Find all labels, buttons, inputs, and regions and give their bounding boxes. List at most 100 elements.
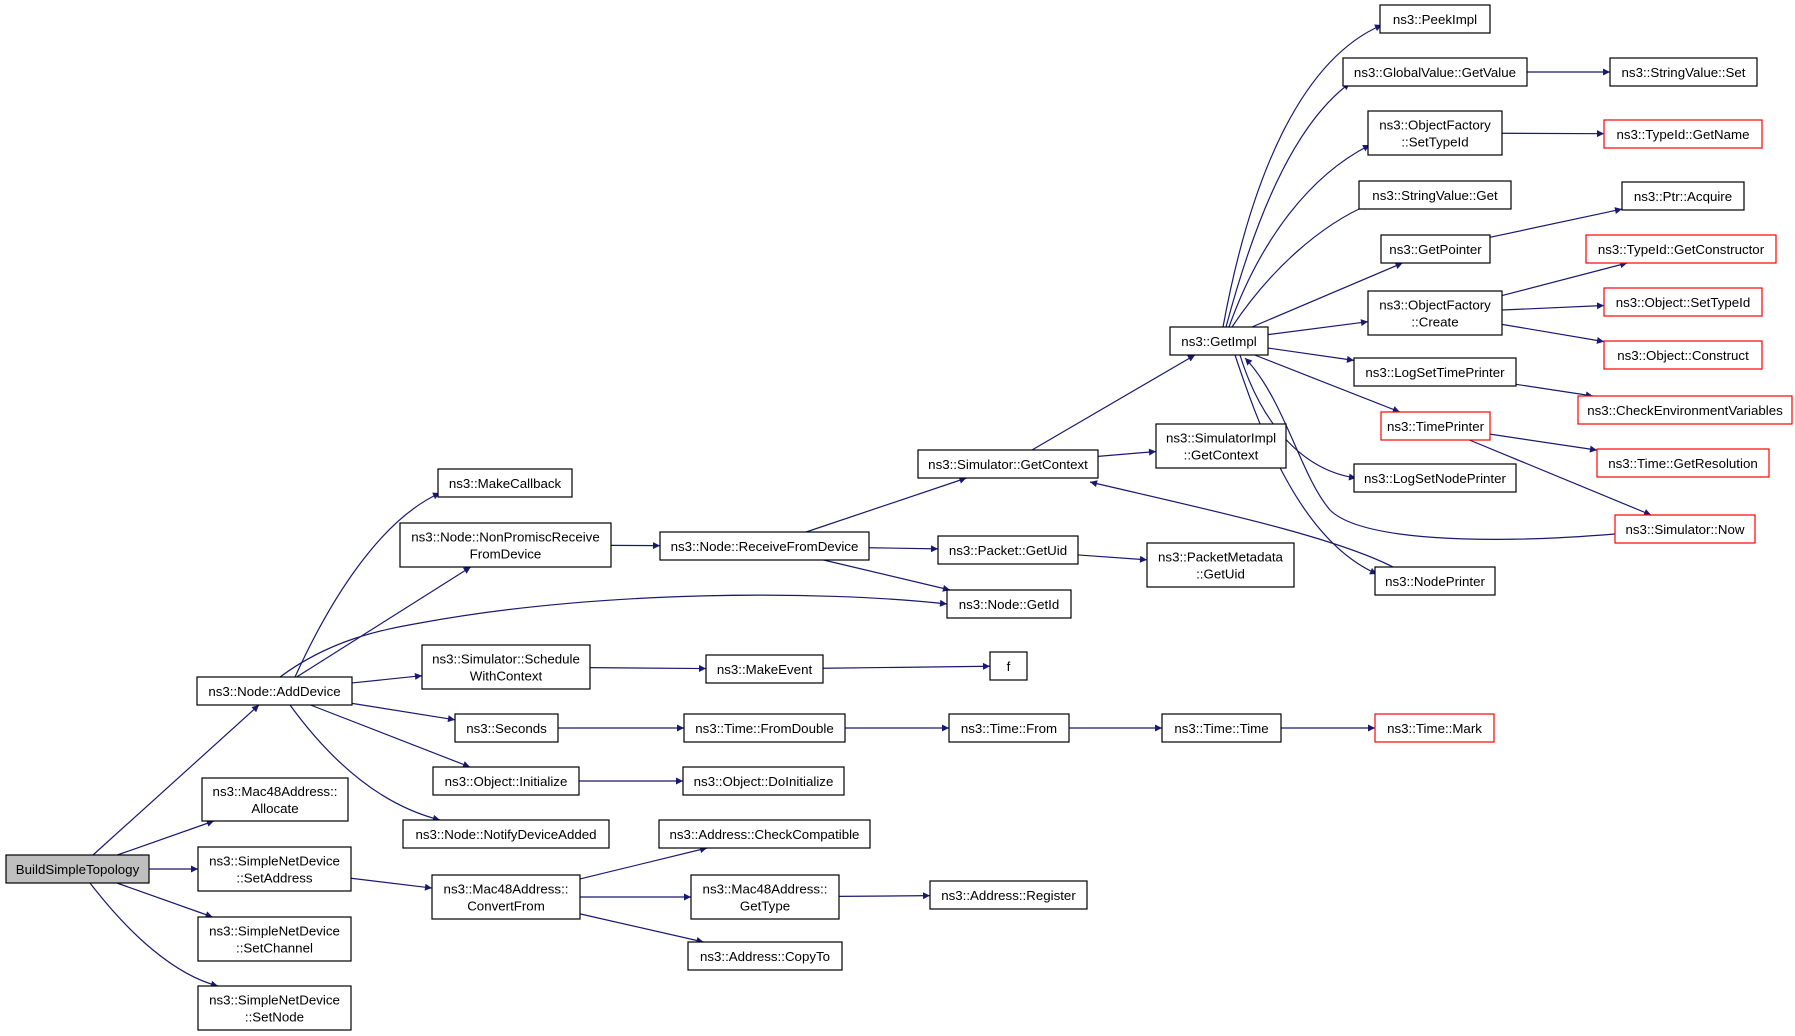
node-label: ns3::Time::Mark (1387, 721, 1482, 736)
node-box (197, 916, 352, 962)
node-label: ns3::Object::Construct (1617, 348, 1749, 363)
node-packet-get-uid[interactable]: ns3::Packet::GetUid (937, 535, 1079, 565)
edge-SimGetContext-to-SimImplGetContext (1097, 448, 1157, 457)
node-check-compatible[interactable]: ns3::Address::CheckCompatible (658, 819, 871, 849)
node-obj-construct[interactable]: ns3::Object::Construct (1603, 340, 1763, 370)
node-notify-device-added[interactable]: ns3::Node::NotifyDeviceAdded (402, 819, 610, 849)
node-time-mark[interactable]: ns3::Time::Mark (1374, 713, 1495, 743)
edge-GetImpl-to-NodePrinter (1234, 354, 1378, 575)
node-box (196, 676, 353, 706)
edge-SimGetContext-to-GetImpl (1031, 354, 1196, 451)
node-sim-now[interactable]: ns3::Simulator::Now (1614, 514, 1756, 544)
edge-NodePrinter-to-SimGetContext (1089, 480, 1394, 568)
node-box (1596, 448, 1770, 478)
node-convert-from[interactable]: ns3::Mac48Address::ConvertFrom (431, 874, 581, 920)
node-g-v-get-value[interactable]: ns3::GlobalValue::GetValue (1342, 57, 1528, 87)
node-time-from[interactable]: ns3::Time::From (948, 713, 1070, 743)
node-make-event[interactable]: ns3::MakeEvent (705, 654, 824, 684)
node-s-v-set[interactable]: ns3::StringValue::Set (1609, 57, 1758, 87)
node-box (431, 874, 581, 920)
node-get-type[interactable]: ns3::Mac48Address::GetType (690, 874, 840, 920)
node-label: ns3::Seconds (466, 721, 547, 736)
node-box (1603, 340, 1763, 370)
node-box (1367, 290, 1503, 336)
edge-OFCreate-to-TIGetConstructor (1501, 261, 1628, 297)
node-node-get-id[interactable]: ns3::Node::GetId (946, 589, 1072, 619)
node-receive-from-device[interactable]: ns3::Node::ReceiveFromDevice (659, 531, 870, 561)
edge-GetImpl-to-GVGetValue (1225, 82, 1351, 328)
node-allocate[interactable]: ns3::Mac48Address::Allocate (201, 777, 349, 822)
node-label: ns3::Object::DoInitialize (694, 774, 834, 789)
edge-LogSetTimePrinter-to-CheckEnv (1515, 383, 1593, 399)
node-get-pointer[interactable]: ns3::GetPointer (1380, 234, 1491, 264)
edge-GetType-to-AddrRegister (838, 892, 931, 900)
node-label: ns3::Address::CheckCompatible (670, 827, 860, 842)
node-set-node[interactable]: ns3::SimpleNetDevice::SetNode (197, 985, 352, 1031)
node-label: ns3::GlobalValue::GetValue (1354, 65, 1516, 80)
node-get-impl[interactable]: ns3::GetImpl (1169, 326, 1269, 356)
node-ptr-acquire[interactable]: ns3::Ptr::Acquire (1621, 181, 1745, 211)
node-copy-to[interactable]: ns3::Address::CopyTo (687, 941, 843, 971)
node-box (1380, 234, 1491, 264)
node-build-simple-topology[interactable]: BuildSimpleTopology (5, 854, 150, 884)
node-box (1353, 463, 1517, 493)
node-log-set-node-printer[interactable]: ns3::LogSetNodePrinter (1353, 463, 1517, 493)
edge-AddDevice-to-NonPromisc (296, 566, 472, 678)
node-obj-set-type-id[interactable]: ns3::Object::SetTypeId (1603, 287, 1763, 317)
node-label: ns3::Object::Initialize (445, 774, 568, 789)
node-label: GetType (740, 899, 790, 914)
node-time-get-resolution[interactable]: ns3::Time::GetResolution (1596, 448, 1770, 478)
edge-AddDevice-to-MakeCallback (294, 492, 441, 678)
node-node-printer[interactable]: ns3::NodePrinter (1374, 566, 1496, 596)
node-label: ns3::GetPointer (1389, 242, 1482, 257)
node-box (929, 880, 1088, 910)
node-box (705, 654, 824, 684)
node-box (201, 777, 349, 822)
edge-BuildSimpleTopology-to-SetChannel (116, 882, 213, 918)
node-label: ns3::ObjectFactory (1379, 298, 1491, 313)
edge-AddDevice-to-NodeGetId (279, 594, 948, 678)
node-meta-get-uid[interactable]: ns3::PacketMetadata::GetUid (1146, 542, 1295, 588)
node-make-callback[interactable]: ns3::MakeCallback (437, 468, 573, 498)
edge-GetImpl-to-GetPointer (1251, 262, 1403, 328)
node-box (917, 449, 1099, 479)
node-sim-impl-get-context[interactable]: ns3::SimulatorImpl::GetContext (1155, 423, 1287, 469)
node-do-initialize[interactable]: ns3::Object::DoInitialize (682, 766, 845, 796)
node-label: FromDevice (470, 547, 542, 562)
node-sim-get-context[interactable]: ns3::Simulator::GetContext (917, 449, 1099, 479)
nodes-layer: BuildSimpleTopologyns3::Node::AddDevicen… (5, 4, 1793, 1031)
node-t-i-get-name[interactable]: ns3::TypeId::GetName (1603, 119, 1763, 149)
node-set-channel[interactable]: ns3::SimpleNetDevice::SetChannel (197, 916, 352, 962)
node-f[interactable]: f (989, 651, 1028, 681)
node-label: ns3::Node::AddDevice (208, 684, 340, 699)
edge-GetImpl-to-SVGet (1231, 203, 1371, 328)
node-box (1603, 287, 1763, 317)
node-set-address[interactable]: ns3::SimpleNetDevice::SetAddress (197, 846, 352, 892)
node-label: ns3::StringValue::Get (1372, 188, 1498, 203)
node-time-time[interactable]: ns3::Time::Time (1161, 713, 1282, 743)
node-label: ns3::NodePrinter (1385, 574, 1485, 589)
node-t-i-get-constructor[interactable]: ns3::TypeId::GetConstructor (1585, 234, 1777, 264)
node-box (682, 766, 845, 796)
node-add-device[interactable]: ns3::Node::AddDevice (196, 676, 353, 706)
node-check-env[interactable]: ns3::CheckEnvironmentVariables (1577, 395, 1793, 425)
node-o-f-create[interactable]: ns3::ObjectFactory::Create (1367, 290, 1503, 336)
node-label: ns3::TypeId::GetConstructor (1598, 242, 1765, 257)
node-from-double[interactable]: ns3::Time::FromDouble (683, 713, 846, 743)
node-label: ns3::Address::Register (941, 888, 1076, 903)
node-addr-register[interactable]: ns3::Address::Register (929, 880, 1088, 910)
node-box (1585, 234, 1777, 264)
node-o-f-set-type-id[interactable]: ns3::ObjectFactory::SetTypeId (1367, 110, 1503, 156)
edge-TimePrinter-to-SimNow (1469, 439, 1652, 516)
edge-ConvertFrom-to-CopyTo (579, 913, 704, 944)
node-seconds[interactable]: ns3::Seconds (454, 713, 559, 743)
node-box (197, 985, 352, 1031)
node-time-printer[interactable]: ns3::TimePrinter (1380, 411, 1491, 441)
node-box (690, 874, 840, 920)
node-log-set-time-printer[interactable]: ns3::LogSetTimePrinter (1353, 357, 1517, 387)
node-obj-initialize[interactable]: ns3::Object::Initialize (432, 766, 580, 796)
node-s-v-get[interactable]: ns3::StringValue::Get (1358, 180, 1512, 210)
node-peek-impl[interactable]: ns3::PeekImpl (1379, 4, 1491, 34)
